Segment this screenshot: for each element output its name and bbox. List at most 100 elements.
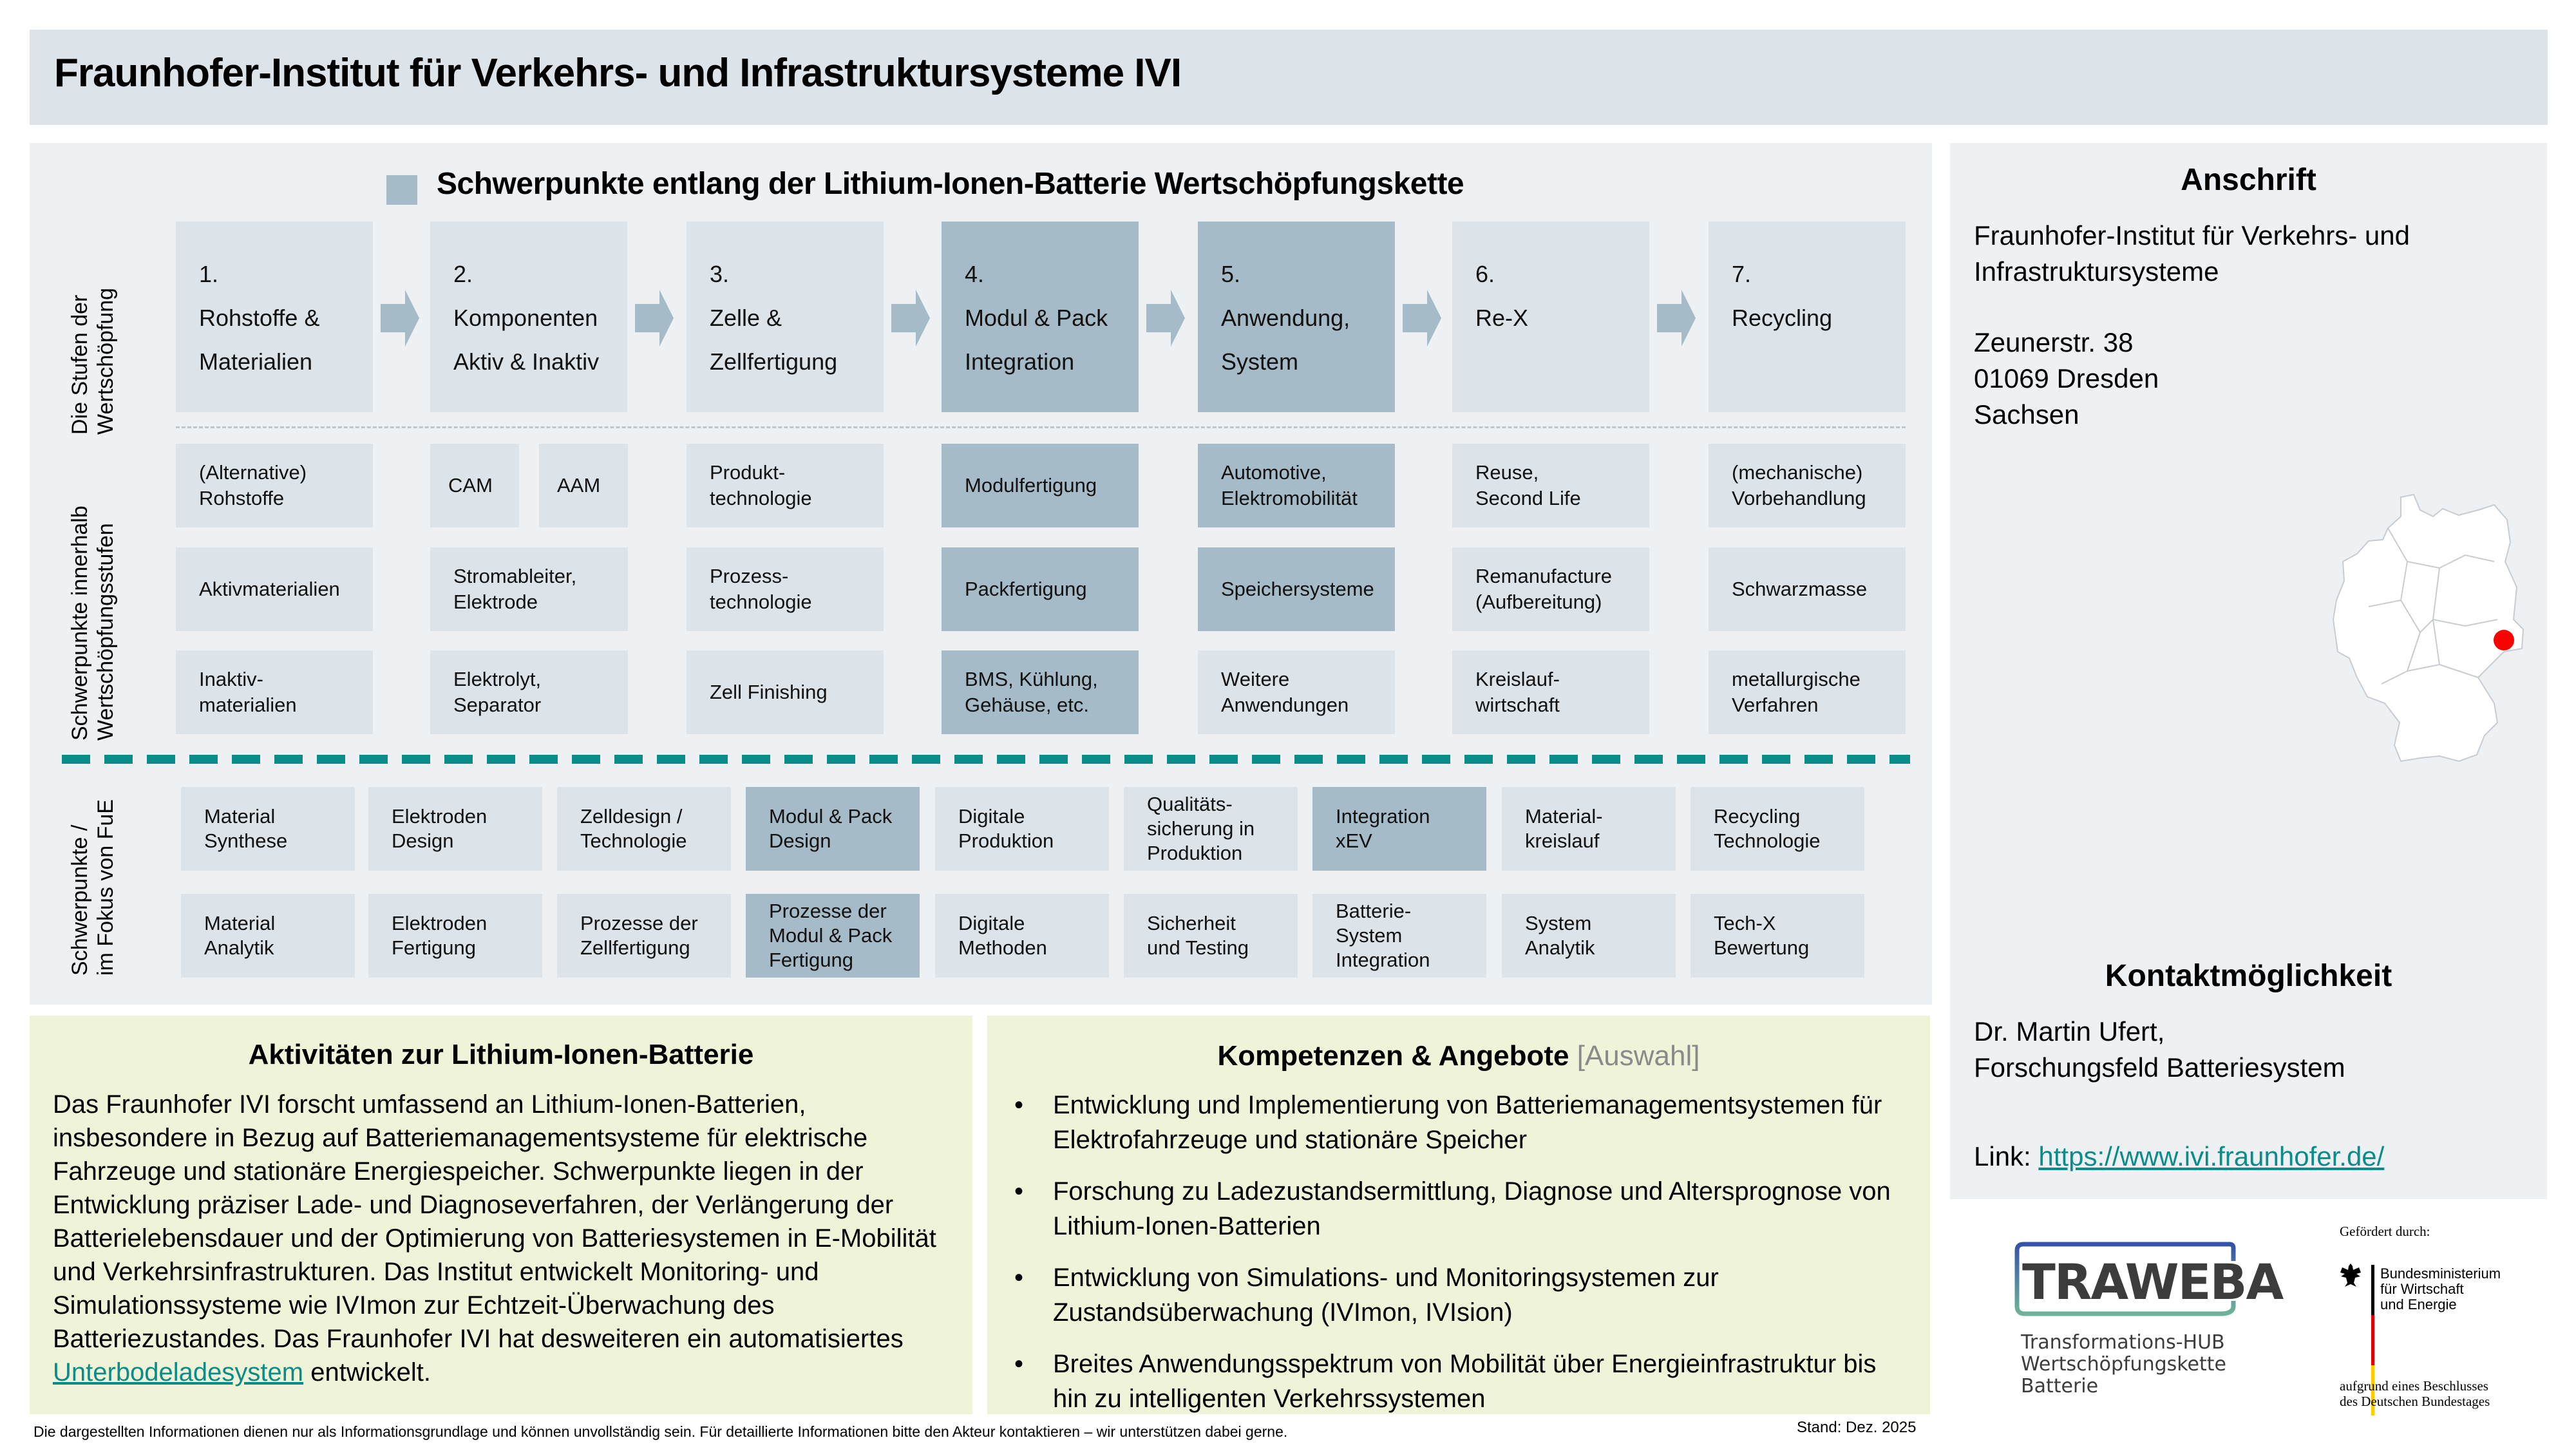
traweba-logo: TRAWEBA (2014, 1242, 2284, 1319)
focus-box: Zell Finishing (687, 650, 884, 734)
side-label-line: im Fokus von FuE (93, 799, 118, 976)
fue-box: Zelldesign / Technologie (557, 787, 731, 871)
focus-box: Prozess- technologie (687, 547, 884, 631)
stage-box: 6. Re-X (1452, 222, 1649, 412)
side-label-line: Wertschöpfungsstufen (93, 523, 118, 741)
chevron-right-arrow-icon (891, 290, 930, 346)
competences-heading-suffix: [Auswahl] (1577, 1040, 1700, 1072)
flag-stripe-black (2371, 1265, 2374, 1315)
stage-line2: Zellfertigung (710, 348, 838, 375)
stage-number: 1. (199, 261, 219, 287)
activities-body-end: entwickelt. (303, 1358, 431, 1387)
side-label-stages: Die Stufen der Wertschöpfung (67, 288, 118, 435)
chevron-right-arrow-icon (635, 290, 674, 346)
address-institute: Fraunhofer-Institut für Verkehrs- und In… (1974, 220, 2410, 287)
focus-box: Elektrolyt, Separator (430, 650, 628, 734)
focus-box: Weitere Anwendungen (1198, 650, 1395, 734)
contact-department: Forschungsfeld Batteriesystem (1974, 1052, 2345, 1083)
fue-box: Digitale Methoden (935, 894, 1109, 978)
disclaimer: Die dargestellten Informationen dienen n… (33, 1423, 1288, 1440)
stage-number: 5. (1221, 261, 1241, 287)
stage-line1: Anwendung, (1221, 305, 1350, 331)
stage-line2 (1475, 340, 1626, 384)
bullet-icon: • (1014, 1177, 1024, 1206)
stage-line1: Rohstoffe & (199, 305, 320, 331)
contact-link-row: Link: https://www.ivi.fraunhofer.de/ (1974, 1103, 2384, 1175)
website-link[interactable]: https://www.ivi.fraunhofer.de/ (2038, 1141, 2385, 1171)
stage-box: 3. Zelle & Zellfertigung (687, 222, 884, 412)
federal-eagle-icon (2340, 1262, 2362, 1288)
competences-list: •Entwicklung und Implementierung von Bat… (1007, 1088, 1908, 1433)
fue-box: Integration xEV (1312, 787, 1486, 871)
flag-stripe-gold (2371, 1365, 2374, 1416)
competences-panel: Kompetenzen & Angebote [Auswahl] •Entwic… (987, 1016, 1930, 1414)
side-label-line: Wertschöpfung (93, 287, 118, 435)
stage-line2: System (1221, 348, 1299, 375)
stage-line1: Recycling (1732, 305, 1833, 331)
competence-item: •Entwicklung von Simulations- und Monito… (1007, 1260, 1908, 1330)
stage-number: 6. (1475, 261, 1495, 287)
focus-box: CAM (430, 444, 519, 527)
focus-box: (mechanische) Vorbehandlung (1709, 444, 1906, 527)
activities-body: Das Fraunhofer IVI forscht umfassend an … (53, 1090, 936, 1353)
focus-box: metallurgische Verfahren (1709, 650, 1906, 734)
focus-box: BMS, Kühlung, Gehäuse, etc. (942, 650, 1139, 734)
stage-line1: Re-X (1475, 305, 1529, 331)
info-panel: Anschrift Fraunhofer-Institut für Verkeh… (1950, 143, 2547, 1199)
competence-text: Forschung zu Ladezustandsermittlung, Dia… (1053, 1177, 1891, 1240)
focus-box: (Alternative) Rohstoffe (176, 444, 373, 527)
heading-square-icon (386, 175, 417, 205)
stage-line1: Zelle & (710, 305, 782, 331)
fue-box: Batterie- System Integration (1312, 894, 1486, 978)
focus-box: Packfertigung (942, 547, 1139, 631)
competence-item: •Entwicklung und Implementierung von Bat… (1007, 1088, 1908, 1157)
focus-box: AAM (539, 444, 628, 527)
stand-date: Stand: Dez. 2025 (1797, 1419, 1917, 1436)
focus-box: Produkt- technologie (687, 444, 884, 527)
stage-box: 1. Rohstoffe & Materialien (176, 222, 373, 412)
fue-box: Material- kreislauf (1502, 787, 1676, 871)
competences-heading-text: Kompetenzen & Angebote (1217, 1040, 1569, 1072)
focus-box: Automotive, Elektromobilität (1198, 444, 1395, 527)
fue-box: Recycling Technologie (1690, 787, 1864, 871)
focus-box: Schwarzmasse (1709, 547, 1906, 631)
value-chain-heading: Schwerpunkte entlang der Lithium-Ionen-B… (437, 167, 1464, 201)
funded-by-label: Gefördert durch: (2340, 1224, 2430, 1239)
contact-link-label: Link: (1974, 1141, 2039, 1171)
chevron-right-arrow-icon (381, 290, 419, 346)
focus-box: Kreislauf- wirtschaft (1452, 650, 1649, 734)
fue-box: Tech-X Bewertung (1690, 894, 1864, 978)
dotted-divider (176, 426, 1906, 428)
activities-heading: Aktivitäten zur Lithium-Ionen-Batterie (248, 1039, 754, 1070)
stage-line2 (1732, 340, 1882, 384)
address-heading: Anschrift (2181, 163, 2316, 197)
ministry-name: Bundesministerium für Wirtschaft und Ene… (2380, 1265, 2501, 1312)
address-city: 01069 Dresden (1974, 363, 2159, 393)
competence-text: Entwicklung von Simulations- und Monitor… (1053, 1264, 1719, 1327)
focus-box: Inaktiv- materialien (176, 650, 373, 734)
fue-box: Modul & Pack Design (746, 787, 920, 871)
fue-box: Prozesse der Modul & Pack Fertigung (746, 894, 920, 978)
page-title: Fraunhofer-Institut für Verkehrs- und In… (54, 51, 1182, 95)
stage-line2: Materialien (199, 348, 313, 375)
unterbodeladesystem-link[interactable]: Unterbodeladesystem (53, 1358, 304, 1387)
focus-box: Stromableiter, Elektrode (430, 547, 628, 631)
address-state: Sachsen (1974, 399, 2079, 430)
competence-item: •Breites Anwendungsspektrum von Mobilitä… (1007, 1347, 1908, 1416)
stage-line2: Aktiv & Inaktiv (453, 348, 600, 375)
location-marker-icon (2494, 630, 2514, 650)
focus-box: Modulfertigung (942, 444, 1139, 527)
fue-box: Material Synthese (181, 787, 355, 871)
fue-box: Material Analytik (181, 894, 355, 978)
activities-text: Das Fraunhofer IVI forscht umfassend an … (53, 1088, 954, 1389)
side-label-fue: Schwerpunkte / im Fokus von FuE (67, 799, 118, 976)
header-bar (30, 30, 2548, 125)
side-label-line: Schwerpunkte innerhalb (68, 506, 92, 741)
stage-line1: Komponenten (453, 305, 598, 331)
address-street: Zeunerstr. 38 (1974, 327, 2134, 357)
side-label-line: Die Stufen der (68, 294, 92, 435)
traweba-subtitle: Transformations-HUB Wertschöpfungskette … (2021, 1331, 2226, 1397)
stage-number: 3. (710, 261, 730, 287)
stage-line2: Integration (965, 348, 1075, 375)
